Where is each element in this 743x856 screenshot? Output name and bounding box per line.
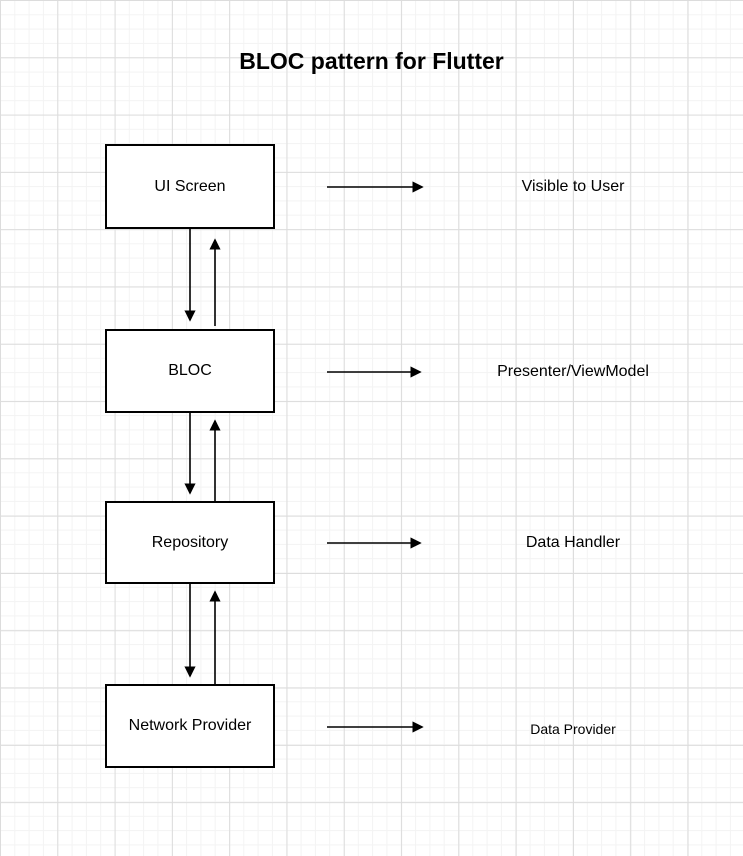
node-ui-screen-label: UI Screen: [154, 177, 226, 195]
node-network-provider: Network Provider: [105, 684, 275, 768]
node-network-provider-label: Network Provider: [128, 717, 252, 734]
annotation-data-handler: Data Handler: [525, 534, 621, 551]
node-repository: Repository: [105, 501, 275, 584]
node-bloc: BLOC: [105, 329, 275, 413]
annotation-visible-to-user: Visible to User: [521, 178, 625, 195]
node-repository-label: Repository: [151, 533, 229, 551]
annotation-presenter-viewmodel: Presenter/ViewModel: [497, 363, 649, 380]
diagram-title: BLOC pattern for Flutter: [239, 48, 504, 74]
node-ui-screen: UI Screen: [105, 144, 275, 229]
annotation-data-provider: Data Provider: [530, 721, 616, 737]
node-bloc-label: BLOC: [168, 362, 212, 379]
